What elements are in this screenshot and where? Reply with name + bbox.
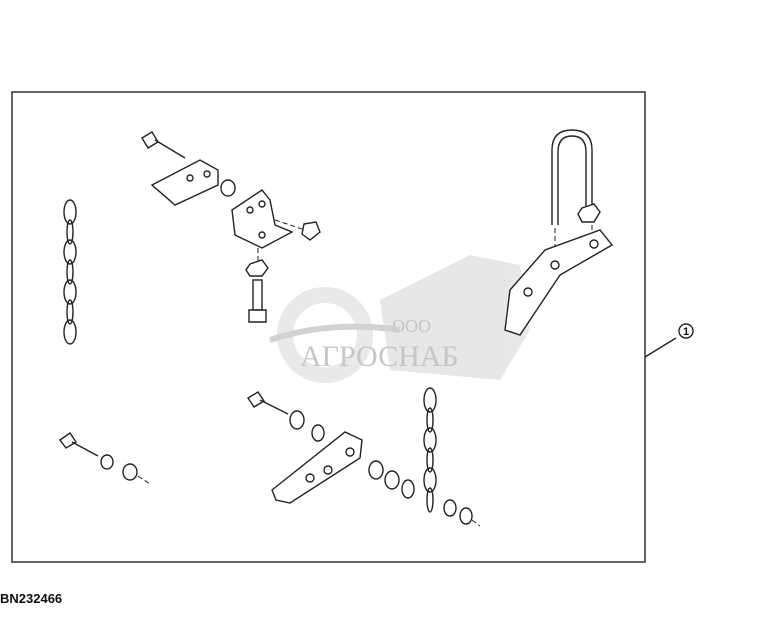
u-bolt-assembly (504, 129, 614, 336)
watermark-name: АГРОСНАБ (300, 340, 459, 373)
agrosnab-watermark-logo: ООО АГРОСНАБ (269, 255, 530, 383)
callout-number: 1 (683, 326, 689, 338)
watermark-prefix: ООО (392, 316, 431, 336)
chain-right (423, 387, 481, 527)
figure-id-label: BN232466 (0, 591, 63, 606)
bracket-assembly (141, 131, 321, 323)
chain-left (63, 199, 77, 345)
bolt-set-left (59, 432, 151, 485)
callout-1[interactable]: 1 (644, 323, 694, 358)
plate-assembly (247, 391, 415, 504)
diagram-frame (11, 91, 646, 563)
